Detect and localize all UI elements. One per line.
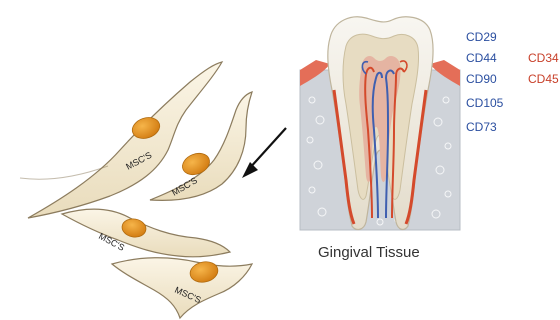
gingival-tissue-caption: Gingival Tissue [318, 244, 420, 261]
marker-cd90: CD90 [466, 72, 497, 86]
msc-cell: MSC'S [62, 209, 230, 257]
marker-cd29: CD29 [466, 30, 497, 44]
msc-cell-cluster: MSC'S MSC'S MSC'S MSC'S [20, 62, 252, 318]
tooth-cross-section [300, 17, 460, 230]
arrow-icon [242, 128, 286, 178]
marker-cd34: CD34 [528, 51, 559, 65]
marker-cd105: CD105 [466, 96, 503, 110]
msc-cell: MSC'S [112, 258, 252, 318]
marker-cd45: CD45 [528, 72, 559, 86]
marker-cd44: CD44 [466, 51, 497, 65]
marker-cd73: CD73 [466, 120, 497, 134]
